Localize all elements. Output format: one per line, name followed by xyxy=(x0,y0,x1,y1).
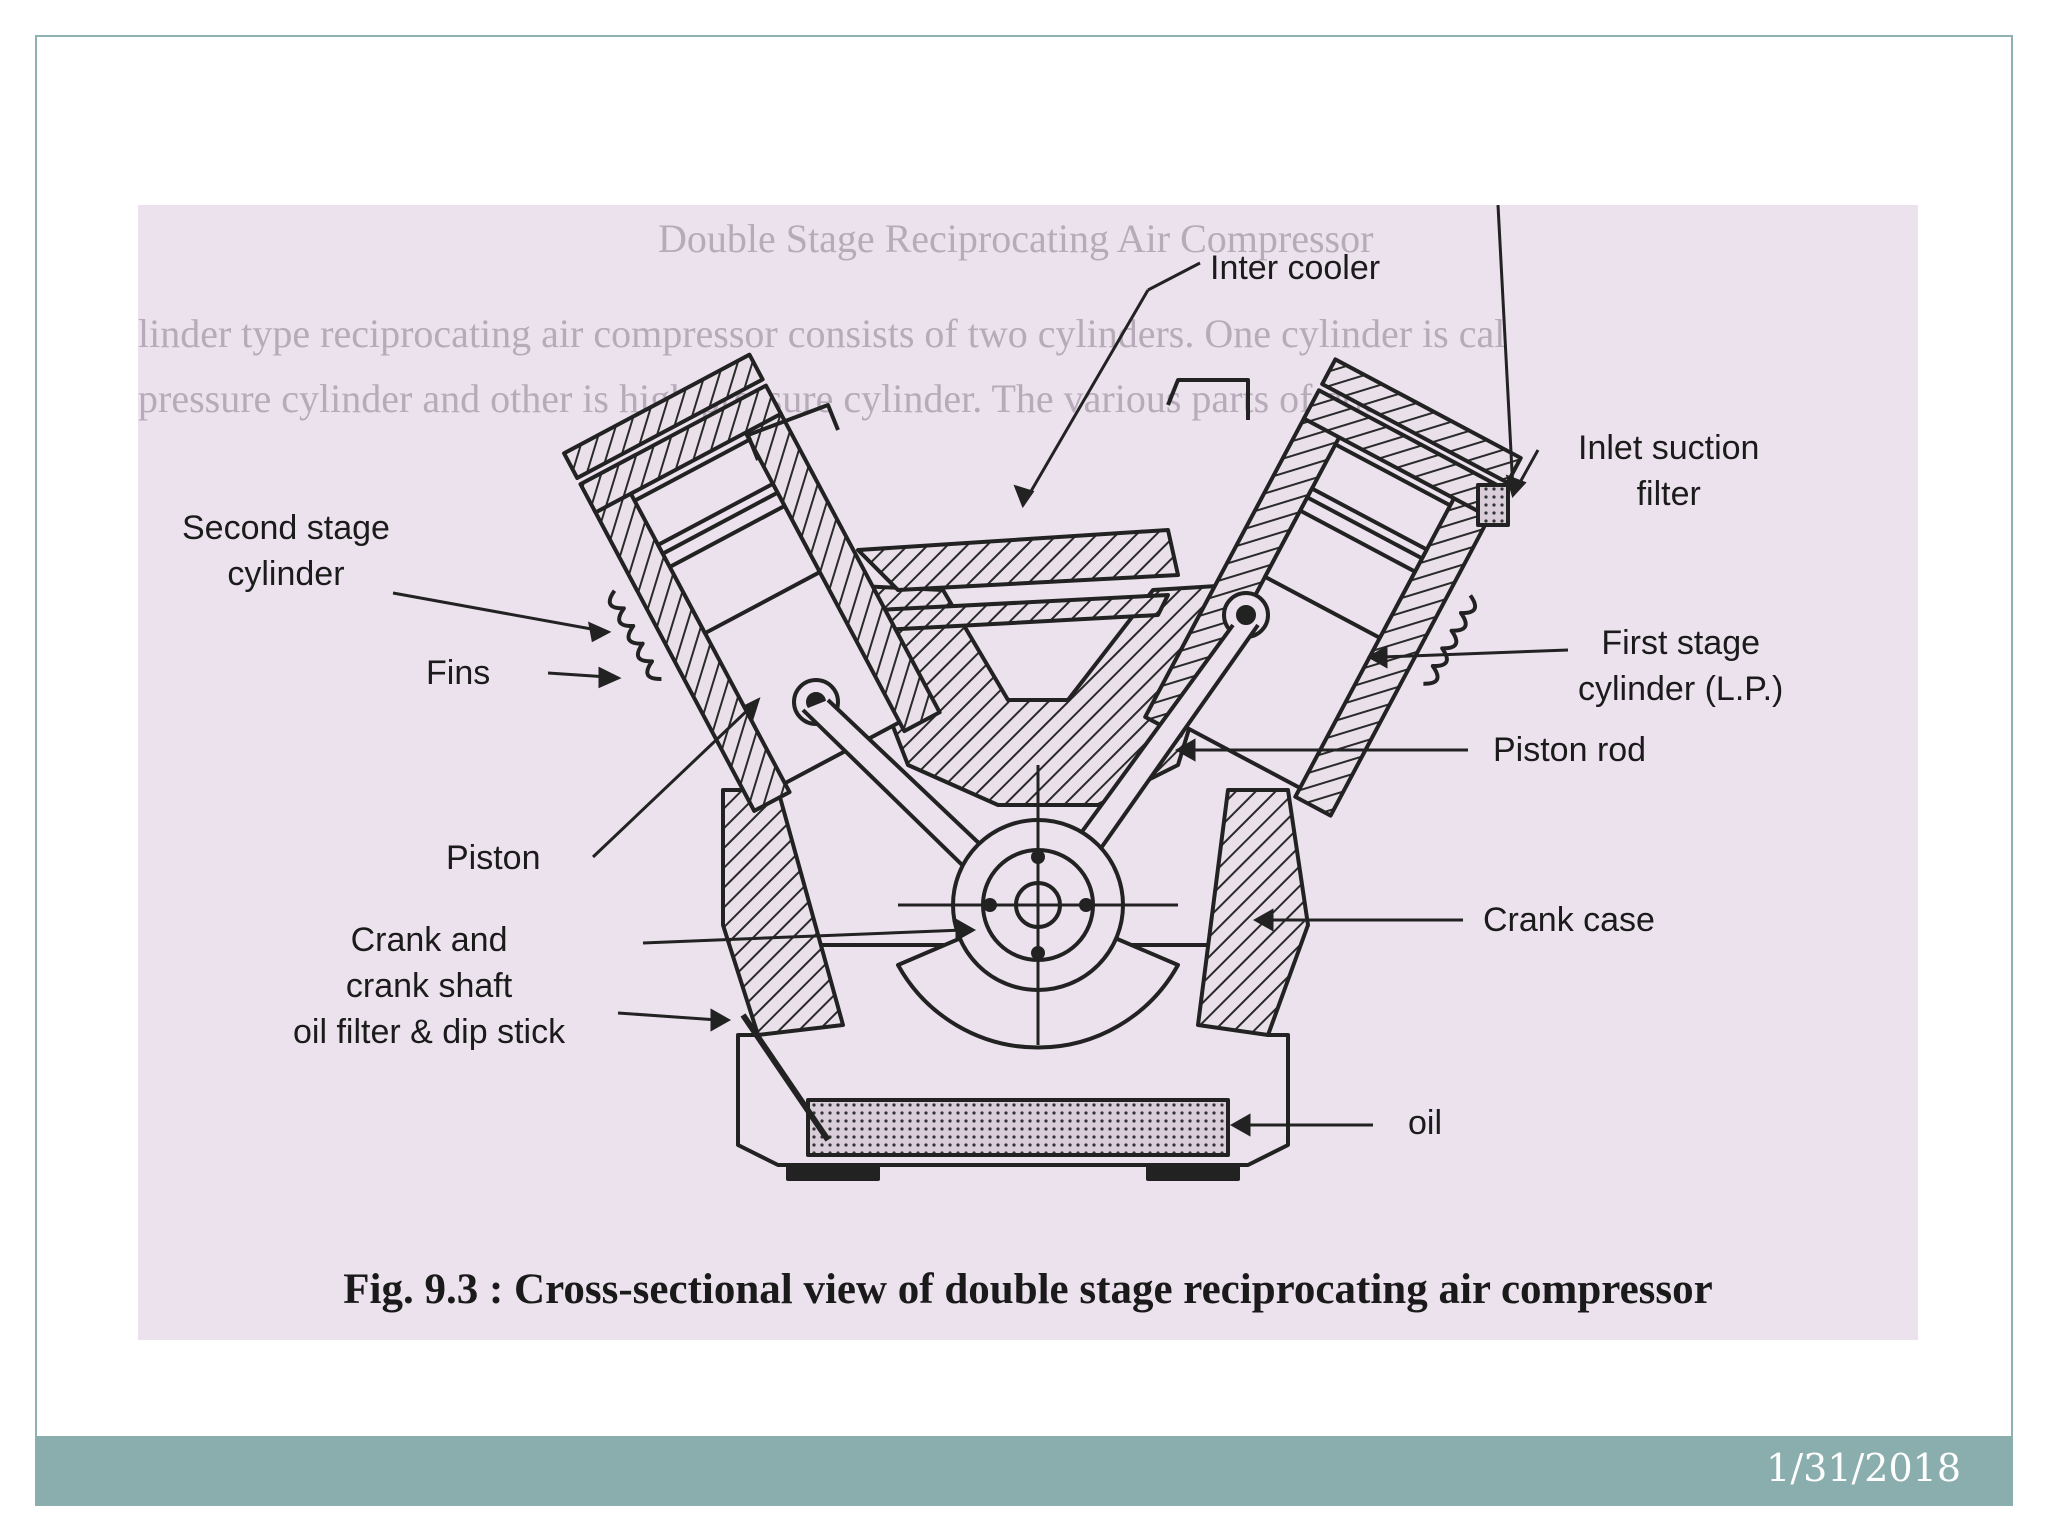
bleed-through-text: Double Stage Reciprocating Air Compresso… xyxy=(658,216,1374,261)
label-oil: oil xyxy=(1408,1104,1443,1142)
label-crank-and-shaft: Crank and crank shaft oil filter & dip s… xyxy=(293,921,566,1051)
footer-date: 1/31/2018 xyxy=(1766,1446,1961,1490)
footer-bar: 1/31/2018 xyxy=(35,1436,2013,1506)
label-first-stage-cylinder: First stage cylinder (L.P.) xyxy=(1578,624,1784,708)
label-piston-rod: Piston rod xyxy=(1493,731,1647,769)
figure-caption: Fig. 9.3 : Cross-sectional view of doubl… xyxy=(343,1266,1713,1313)
compressor-cross-section xyxy=(392,205,1569,1181)
diagram-photo: Double Stage Reciprocating Air Compresso… xyxy=(138,205,1918,1340)
label-inter-cooler: Inter cooler xyxy=(1210,249,1381,287)
label-piston: Piston xyxy=(446,839,541,877)
label-crank-case: Crank case xyxy=(1483,901,1655,939)
label-inlet-suction-filter: Inlet suction filter xyxy=(1578,429,1760,513)
label-second-stage-cylinder: Second stage cylinder xyxy=(182,509,390,593)
bleed-through-text: linder type reciprocating air compressor… xyxy=(138,311,1506,356)
label-fins: Fins xyxy=(426,654,491,692)
